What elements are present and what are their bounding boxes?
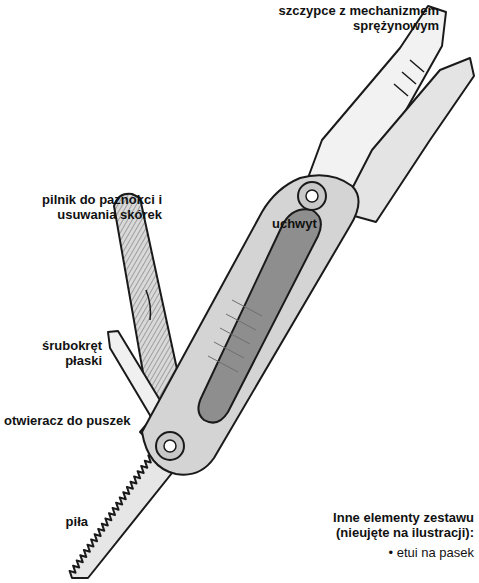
note-heading: Inne elementy zestawu (nieujęte na ilust… — [309, 510, 474, 540]
part-label: piła — [28, 514, 88, 529]
pivot-screw — [298, 182, 326, 210]
handle-grip — [198, 209, 320, 422]
pivot-screw — [156, 432, 184, 460]
handle — [142, 175, 359, 474]
part-label: uchwyt — [272, 216, 352, 231]
part-label: otwieracz do puszek — [4, 413, 154, 428]
part-label: śrubokręt płaski — [22, 338, 102, 368]
note-item: • etui na pasek — [309, 545, 474, 560]
part-label: pilnik do paznokci i usuwania skórek — [42, 192, 162, 222]
part-label: szczypce z mechanizmem sprężynowym — [259, 3, 439, 33]
pliers-jaw — [340, 58, 474, 222]
